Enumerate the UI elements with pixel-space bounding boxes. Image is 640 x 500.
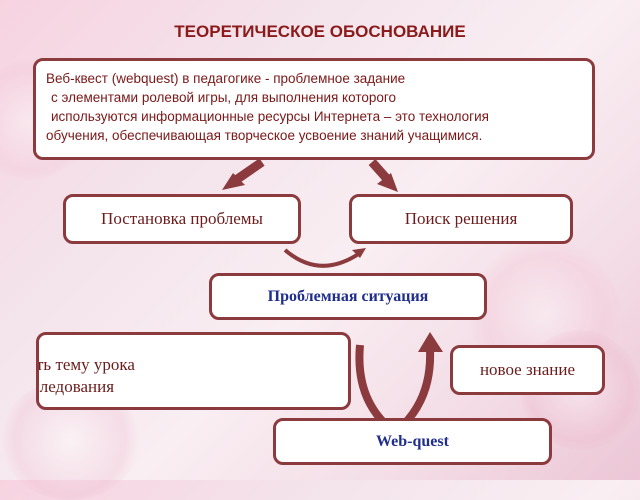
lesson-topic-line-1: ировать тему урока (36, 355, 135, 374)
webquest-label: Web-quest (376, 432, 449, 450)
definition-line-4: обучения, обеспечивающая творческое усво… (46, 128, 483, 143)
solution-search-box: Поиск решения (349, 194, 573, 244)
problem-situation-box: Проблемная ситуация (209, 273, 487, 320)
problem-situation-label: Проблемная ситуация (267, 287, 429, 305)
slide-title: ТЕОРЕТИЧЕСКОЕ ОБОСНОВАНИЕ (174, 22, 466, 41)
arrows-layer (222, 158, 443, 434)
solution-search-label: Поиск решения (404, 209, 518, 228)
new-knowledge-box: новое знание (450, 345, 605, 395)
curve-arrowhead-top (352, 248, 366, 258)
problem-statement-box: Постановка проблемы (63, 194, 301, 244)
curve-arrowhead-right (418, 332, 443, 352)
lesson-topic-box: ировать тему урока ля исследования (36, 332, 351, 410)
webquest-box: Web-quest (273, 418, 552, 465)
definition-box: Веб-квест (webquest) в педагогике - проб… (33, 58, 595, 160)
definition-line-2: с элементами ролевой игры, для выполнени… (51, 90, 397, 105)
arrow-to-solution-search (368, 159, 398, 192)
lesson-topic-line-2: ля исследования (39, 377, 115, 396)
problem-statement-label: Постановка проблемы (101, 209, 263, 228)
definition-line-1: Веб-квест (webquest) в педагогике - проб… (46, 71, 406, 86)
arrow-to-problem-statement (222, 158, 265, 190)
definition-line-3: используются информационные ресурсы Инте… (51, 109, 489, 124)
curve-connector-top (283, 248, 362, 268)
new-knowledge-label: новое знание (479, 360, 576, 379)
lesson-topic-text: ировать тему урока ля исследования (36, 354, 135, 398)
